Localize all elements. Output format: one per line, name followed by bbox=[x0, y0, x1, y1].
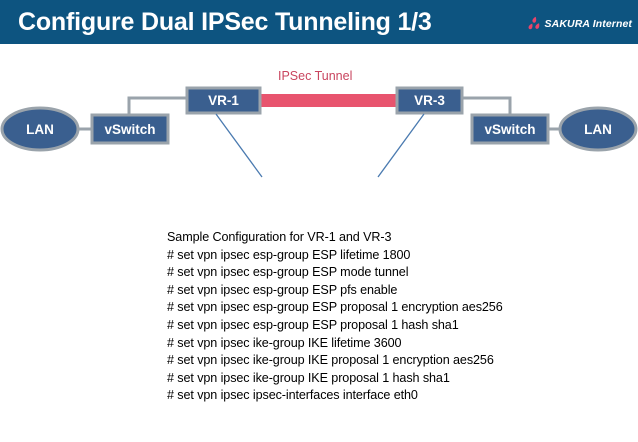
config-line: # set vpn ipsec ike-group IKE proposal 1… bbox=[167, 353, 494, 368]
header-background-graphic bbox=[0, 0, 638, 44]
node-vr3-shape bbox=[395, 86, 464, 115]
header-navy-block bbox=[0, 0, 638, 44]
brand-name: SAKURA Internet bbox=[544, 18, 632, 30]
node-vswitch-left-shape bbox=[90, 113, 170, 145]
page-title: Configure Dual IPSec Tunneling 1/3 bbox=[18, 8, 432, 36]
config-line: # set vpn ipsec esp-group ESP pfs enable bbox=[167, 282, 398, 297]
connector-vr3-vswitch-right bbox=[460, 96, 512, 115]
config-line: # set vpn ipsec esp-group ESP proposal 1… bbox=[167, 300, 503, 315]
leader-line-vr1 bbox=[215, 113, 263, 178]
connector-vswitch-left-vr1 bbox=[127, 96, 188, 115]
config-line: # set vpn ipsec esp-group ESP mode tunne… bbox=[167, 265, 409, 280]
config-text-block: Sample Configuration for VR-1 and VR-3 #… bbox=[167, 229, 607, 405]
slide-header: Configure Dual IPSec Tunneling 1/3 SAKUR… bbox=[0, 0, 638, 50]
config-line: # set vpn ipsec ike-group IKE proposal 1… bbox=[167, 370, 450, 385]
node-vr1-shape bbox=[185, 86, 262, 115]
diagram-graphics bbox=[0, 86, 638, 178]
config-line: # set vpn ipsec esp-group ESP lifetime 1… bbox=[167, 247, 411, 262]
brand-logo: SAKURA Internet bbox=[527, 16, 632, 32]
ipsec-tunnel-label: IPSec Tunnel bbox=[278, 69, 353, 83]
node-lan-left-shape bbox=[0, 106, 80, 152]
node-vswitch-right-shape bbox=[470, 113, 550, 145]
network-diagram: IPSec Tunnel LAN vSwitch VR-1 VR-3 vSwit… bbox=[0, 50, 638, 442]
config-line: # set vpn ipsec ike-group IKE lifetime 3… bbox=[167, 335, 402, 350]
config-heading: Sample Configuration for VR-1 and VR-3 bbox=[167, 230, 392, 244]
node-lan-right-shape bbox=[558, 106, 638, 152]
leader-line-vr3 bbox=[377, 113, 425, 178]
config-line: # set vpn ipsec ipsec-interfaces interfa… bbox=[167, 388, 418, 403]
ipsec-tunnel-bar bbox=[258, 94, 400, 107]
config-line: # set vpn ipsec esp-group ESP proposal 1… bbox=[167, 317, 459, 332]
sakura-petal-icon bbox=[528, 16, 539, 30]
